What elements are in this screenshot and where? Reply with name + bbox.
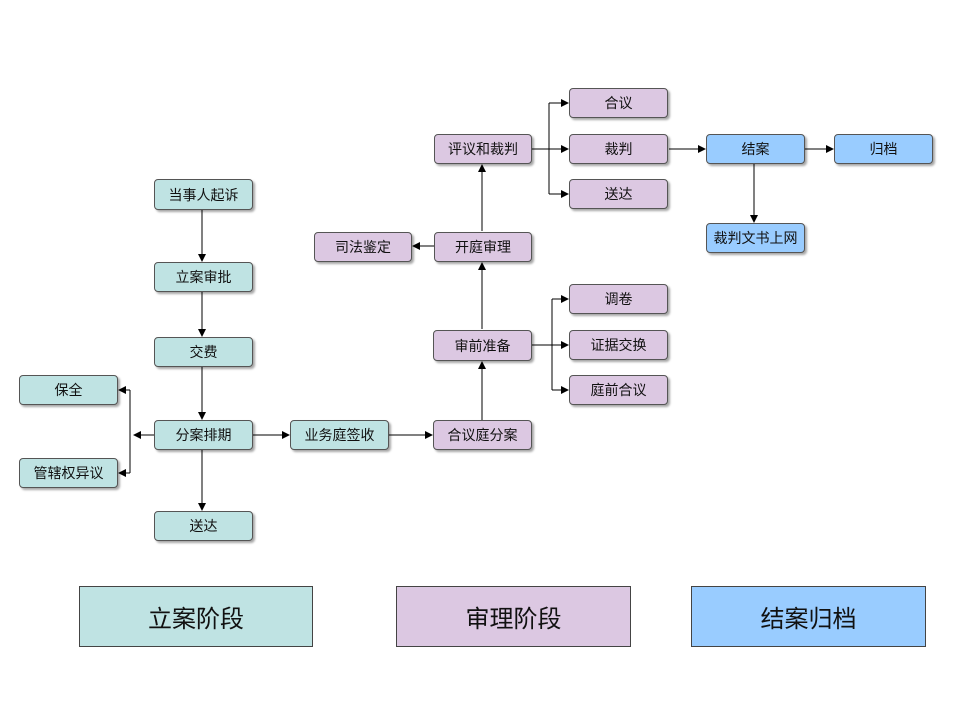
- node-panel-deliberation: 合议: [569, 88, 668, 118]
- node-panel-assignment: 合议庭分案: [433, 420, 532, 450]
- node-judgment: 裁判: [569, 134, 668, 164]
- node-judicial-appraisal: 司法鉴定: [314, 232, 412, 262]
- node-filing-approval: 立案审批: [154, 262, 253, 292]
- node-court-hearing: 开庭审理: [434, 232, 532, 262]
- node-jurisdiction-objection: 管辖权异议: [19, 458, 118, 488]
- legend-trial-stage: 审理阶段: [396, 586, 631, 647]
- node-pretrial-conference: 庭前合议: [569, 375, 668, 405]
- legend-filing-stage: 立案阶段: [79, 586, 313, 647]
- legend-closing-stage: 结案归档: [691, 586, 926, 647]
- node-preservation: 保全: [19, 375, 118, 405]
- node-deliberation-judgment: 评议和裁判: [434, 134, 532, 164]
- node-fee-payment: 交费: [154, 337, 253, 367]
- node-evidence-exchange: 证据交换: [569, 330, 668, 360]
- node-archiving: 归档: [834, 134, 933, 164]
- node-case-closing: 结案: [706, 134, 805, 164]
- node-service-trial: 送达: [569, 179, 668, 209]
- node-business-tribunal-receipt: 业务庭签收: [290, 420, 389, 450]
- node-assign-schedule: 分案排期: [154, 420, 253, 450]
- node-service-filing: 送达: [154, 511, 253, 541]
- node-pretrial-prep: 审前准备: [433, 330, 532, 361]
- node-transfer-files: 调卷: [569, 284, 668, 314]
- node-party-sues: 当事人起诉: [154, 179, 253, 210]
- node-judgment-online: 裁判文书上网: [706, 223, 805, 253]
